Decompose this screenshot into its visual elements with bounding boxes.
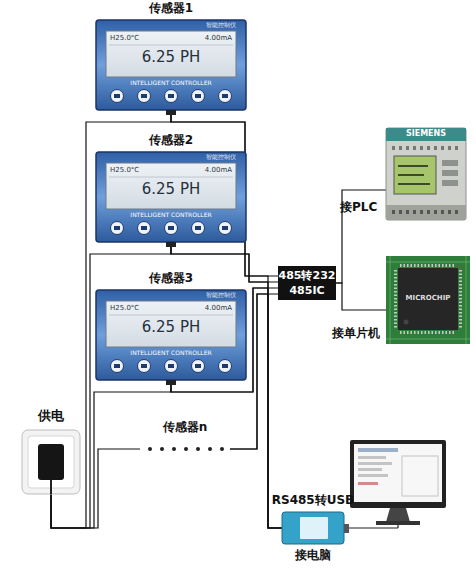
power-socket: 供电 xyxy=(22,430,80,494)
signal-wire xyxy=(336,190,386,283)
pcb-board xyxy=(386,256,470,344)
monitor-base xyxy=(376,521,420,525)
screen-ui xyxy=(358,448,398,452)
plc-key xyxy=(442,160,458,166)
ellipsis-dot xyxy=(148,447,152,451)
node-text: 智能控制仪 xyxy=(176,291,236,298)
plc-device: 接PLCSIEMENS xyxy=(386,128,466,220)
plc-screen-line xyxy=(398,165,428,167)
node-text: H25.0°C xyxy=(110,34,166,42)
node-text: 6.25 PH xyxy=(106,180,236,198)
signal-wire xyxy=(336,283,386,310)
plc-key xyxy=(442,180,458,186)
ellipsis-dot xyxy=(172,447,176,451)
chip-pins xyxy=(400,264,456,267)
node-text: 智能控制仪 xyxy=(176,153,236,160)
monitor-frame xyxy=(350,440,446,508)
node-text: 6.25 PH xyxy=(106,48,236,66)
node-text: 4.00mA xyxy=(176,34,232,42)
node-text: INTELLIGENT CONTROLLER xyxy=(106,211,236,218)
chip-package xyxy=(398,268,458,330)
usb-cable xyxy=(349,527,398,528)
node-label: 485转232 xyxy=(278,269,336,282)
node-text: 4.00mA xyxy=(176,304,232,312)
node-label: 传感器n xyxy=(140,420,230,434)
node-text: INTELLIGENT CONTROLLER xyxy=(106,79,236,86)
screen-ui xyxy=(358,474,388,477)
plc-screen-line xyxy=(398,174,424,176)
node-text: H25.0°C xyxy=(110,304,166,312)
usb-converter-body xyxy=(282,512,344,544)
node-text: MICROCHIP xyxy=(398,294,458,302)
chip-dot xyxy=(404,320,409,325)
node-text: 6.25 PH xyxy=(106,318,236,336)
pcb-trace xyxy=(390,256,391,344)
plc-terminals xyxy=(392,210,462,214)
node-text: 接电脑 xyxy=(274,548,352,562)
monitor-screen xyxy=(354,444,442,502)
screen-ui xyxy=(358,462,392,465)
node-text: 485IC xyxy=(278,284,336,297)
sensor-illustration xyxy=(96,152,246,247)
node-label: 传感器1 xyxy=(96,1,246,15)
sensor-placeholder: 传感器n xyxy=(140,420,230,452)
pcb-trace xyxy=(466,256,467,344)
plc-terminals xyxy=(392,146,462,150)
node-text: INTELLIGENT CONTROLLER xyxy=(106,349,236,356)
node-label: 供电 xyxy=(22,408,80,424)
plc-key xyxy=(442,170,458,176)
screen-ui xyxy=(402,456,438,496)
usb-converter: RS485转USB接电脑 xyxy=(282,512,344,544)
adapter-cable xyxy=(50,480,52,494)
chip-pins xyxy=(459,270,462,328)
node-label: 接PLC xyxy=(340,200,384,214)
node-label: RS485转USB xyxy=(268,493,358,507)
ellipsis-dot xyxy=(208,447,212,451)
converter-sticker xyxy=(300,517,328,539)
node-text: 智能控制仪 xyxy=(176,21,236,28)
ellipsis-dot xyxy=(220,447,224,451)
node-text: 4.00mA xyxy=(176,166,232,174)
plc-top-band xyxy=(386,128,466,141)
power-adapter xyxy=(38,444,64,480)
pcb-trace xyxy=(386,262,470,263)
pcb-trace xyxy=(386,339,470,340)
node-label: 接单片机 xyxy=(332,326,384,340)
chip-pins xyxy=(394,270,397,328)
sensor-illustration xyxy=(96,290,246,385)
plc-terminal-strip xyxy=(386,205,466,220)
node-label: 传感器2 xyxy=(96,133,246,147)
screen-ui xyxy=(358,482,378,485)
plc-screen-line xyxy=(398,183,430,185)
node-text: H25.0°C xyxy=(110,166,166,174)
ellipsis-dot xyxy=(160,447,164,451)
usb-plug xyxy=(344,524,349,533)
node-text: SIEMENS xyxy=(386,129,466,139)
plc-screen xyxy=(394,156,436,194)
sensor-controller: 传感器2智能控制仪H25.0°C4.00mA6.25 PHINTELLIGENT… xyxy=(96,152,246,242)
node-label: 传感器3 xyxy=(96,271,246,285)
ellipsis-dot xyxy=(196,447,200,451)
plc-body xyxy=(386,128,466,220)
converter-block xyxy=(278,266,336,300)
chip-pins xyxy=(400,331,456,334)
sensor-illustration xyxy=(96,20,246,115)
wall-socket xyxy=(22,430,80,494)
sensor-controller: 传感器1智能控制仪H25.0°C4.00mA6.25 PHINTELLIGENT… xyxy=(96,20,246,110)
microcontroller-board: 接单片机MICROCHIP xyxy=(386,256,470,344)
screen-ui xyxy=(358,456,386,459)
protocol-converter: 485转232 485IC xyxy=(278,266,336,300)
screen-ui xyxy=(358,468,382,471)
ellipsis-dot xyxy=(184,447,188,451)
sensor-controller: 传感器3智能控制仪H25.0°C4.00mA6.25 PHINTELLIGENT… xyxy=(96,290,246,380)
monitor-stand xyxy=(386,508,410,522)
